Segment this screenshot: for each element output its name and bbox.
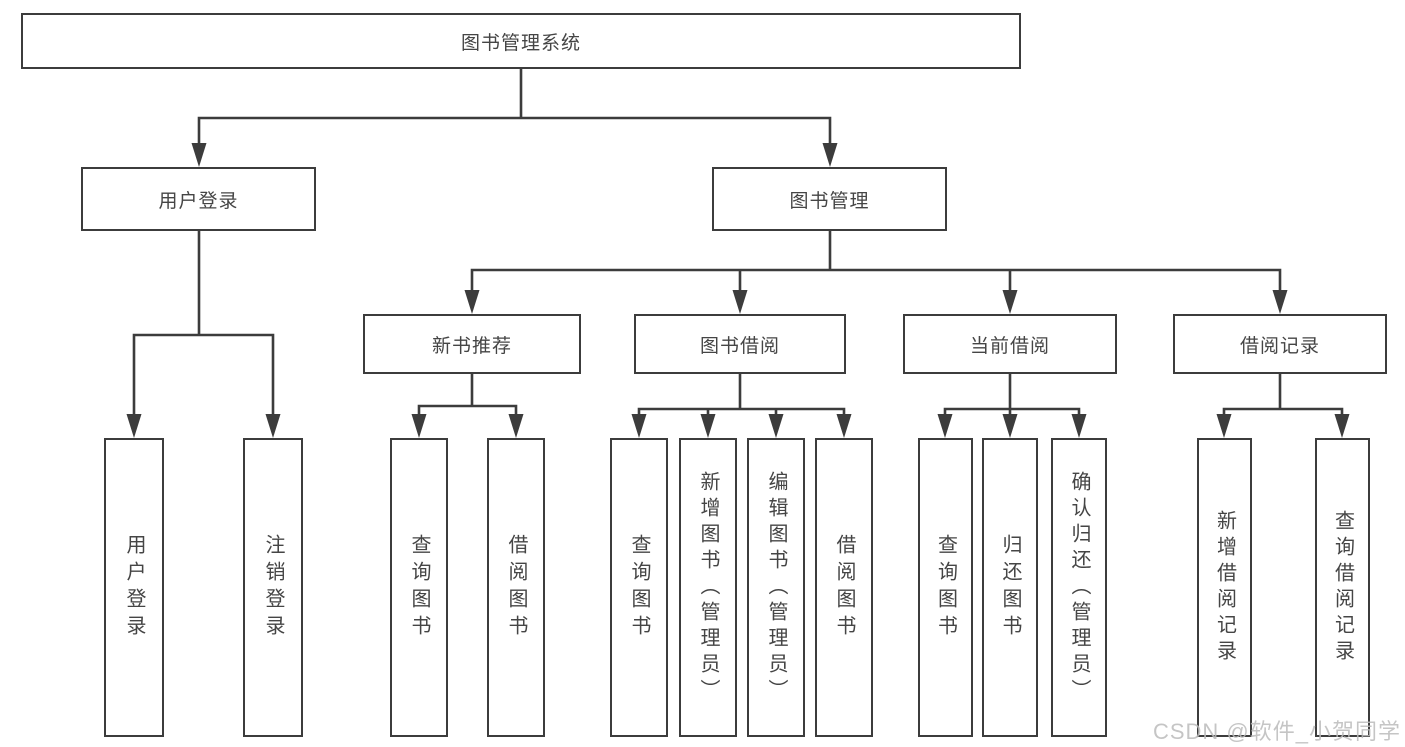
arrow-icon [822,143,838,167]
leaf-query-books-borrow: 查询图书 [610,438,668,737]
connector-arrowheads [126,143,1350,438]
connector-root [197,69,832,160]
arrow-icon [836,414,852,438]
connector-user-login [132,231,275,430]
node-current-borrow: 当前借阅 [903,314,1117,374]
leaf-add-book-admin: 新增图书（管理员） [679,438,737,737]
arrow-icon [1272,290,1288,314]
arrow-icon [1002,414,1018,438]
node-new-book-recommend: 新书推荐 [363,314,581,374]
leaf-edit-book-admin: 编辑图书（管理员） [747,438,805,737]
csdn-watermark: CSDN @软件_小贺同学 [1152,719,1401,744]
connector-book-borrow [637,374,846,430]
node-book-borrow: 图书借阅 [634,314,846,374]
arrow-icon [732,290,748,314]
connector-lines [132,69,1344,430]
arrow-icon [1071,414,1087,438]
arrow-icon [700,414,716,438]
arrow-icon [937,414,953,438]
arrow-icon [411,414,427,438]
arrow-icon [265,414,281,438]
arrow-icon [191,143,207,167]
leaf-query-books-current: 查询图书 [918,438,973,737]
node-user-login: 用户登录 [81,167,316,231]
leaf-borrow-books-recommend: 借阅图书 [487,438,545,737]
leaf-borrow-books: 借阅图书 [815,438,873,737]
leaf-logout: 注销登录 [243,438,303,737]
connector-borrow-records [1222,374,1344,430]
connector-book-management [470,231,1282,308]
arrow-icon [126,414,142,438]
arrow-icon [508,414,524,438]
arrow-icon [464,290,480,314]
leaf-query-borrow-record: 查询借阅记录 [1315,438,1370,737]
arrow-icon [1002,290,1018,314]
arrow-icon [1216,414,1232,438]
node-book-management: 图书管理 [712,167,947,231]
node-root: 图书管理系统 [21,13,1021,69]
connector-new-book [417,374,518,430]
arrow-icon [768,414,784,438]
leaf-add-borrow-record: 新增借阅记录 [1197,438,1252,737]
arrow-icon [1334,414,1350,438]
leaf-user-login: 用户登录 [104,438,164,737]
leaf-confirm-return-admin: 确认归还（管理员） [1051,438,1107,737]
node-borrow-records: 借阅记录 [1173,314,1387,374]
arrow-icon [631,414,647,438]
leaf-query-books-recommend: 查询图书 [390,438,448,737]
leaf-return-book: 归还图书 [982,438,1038,737]
